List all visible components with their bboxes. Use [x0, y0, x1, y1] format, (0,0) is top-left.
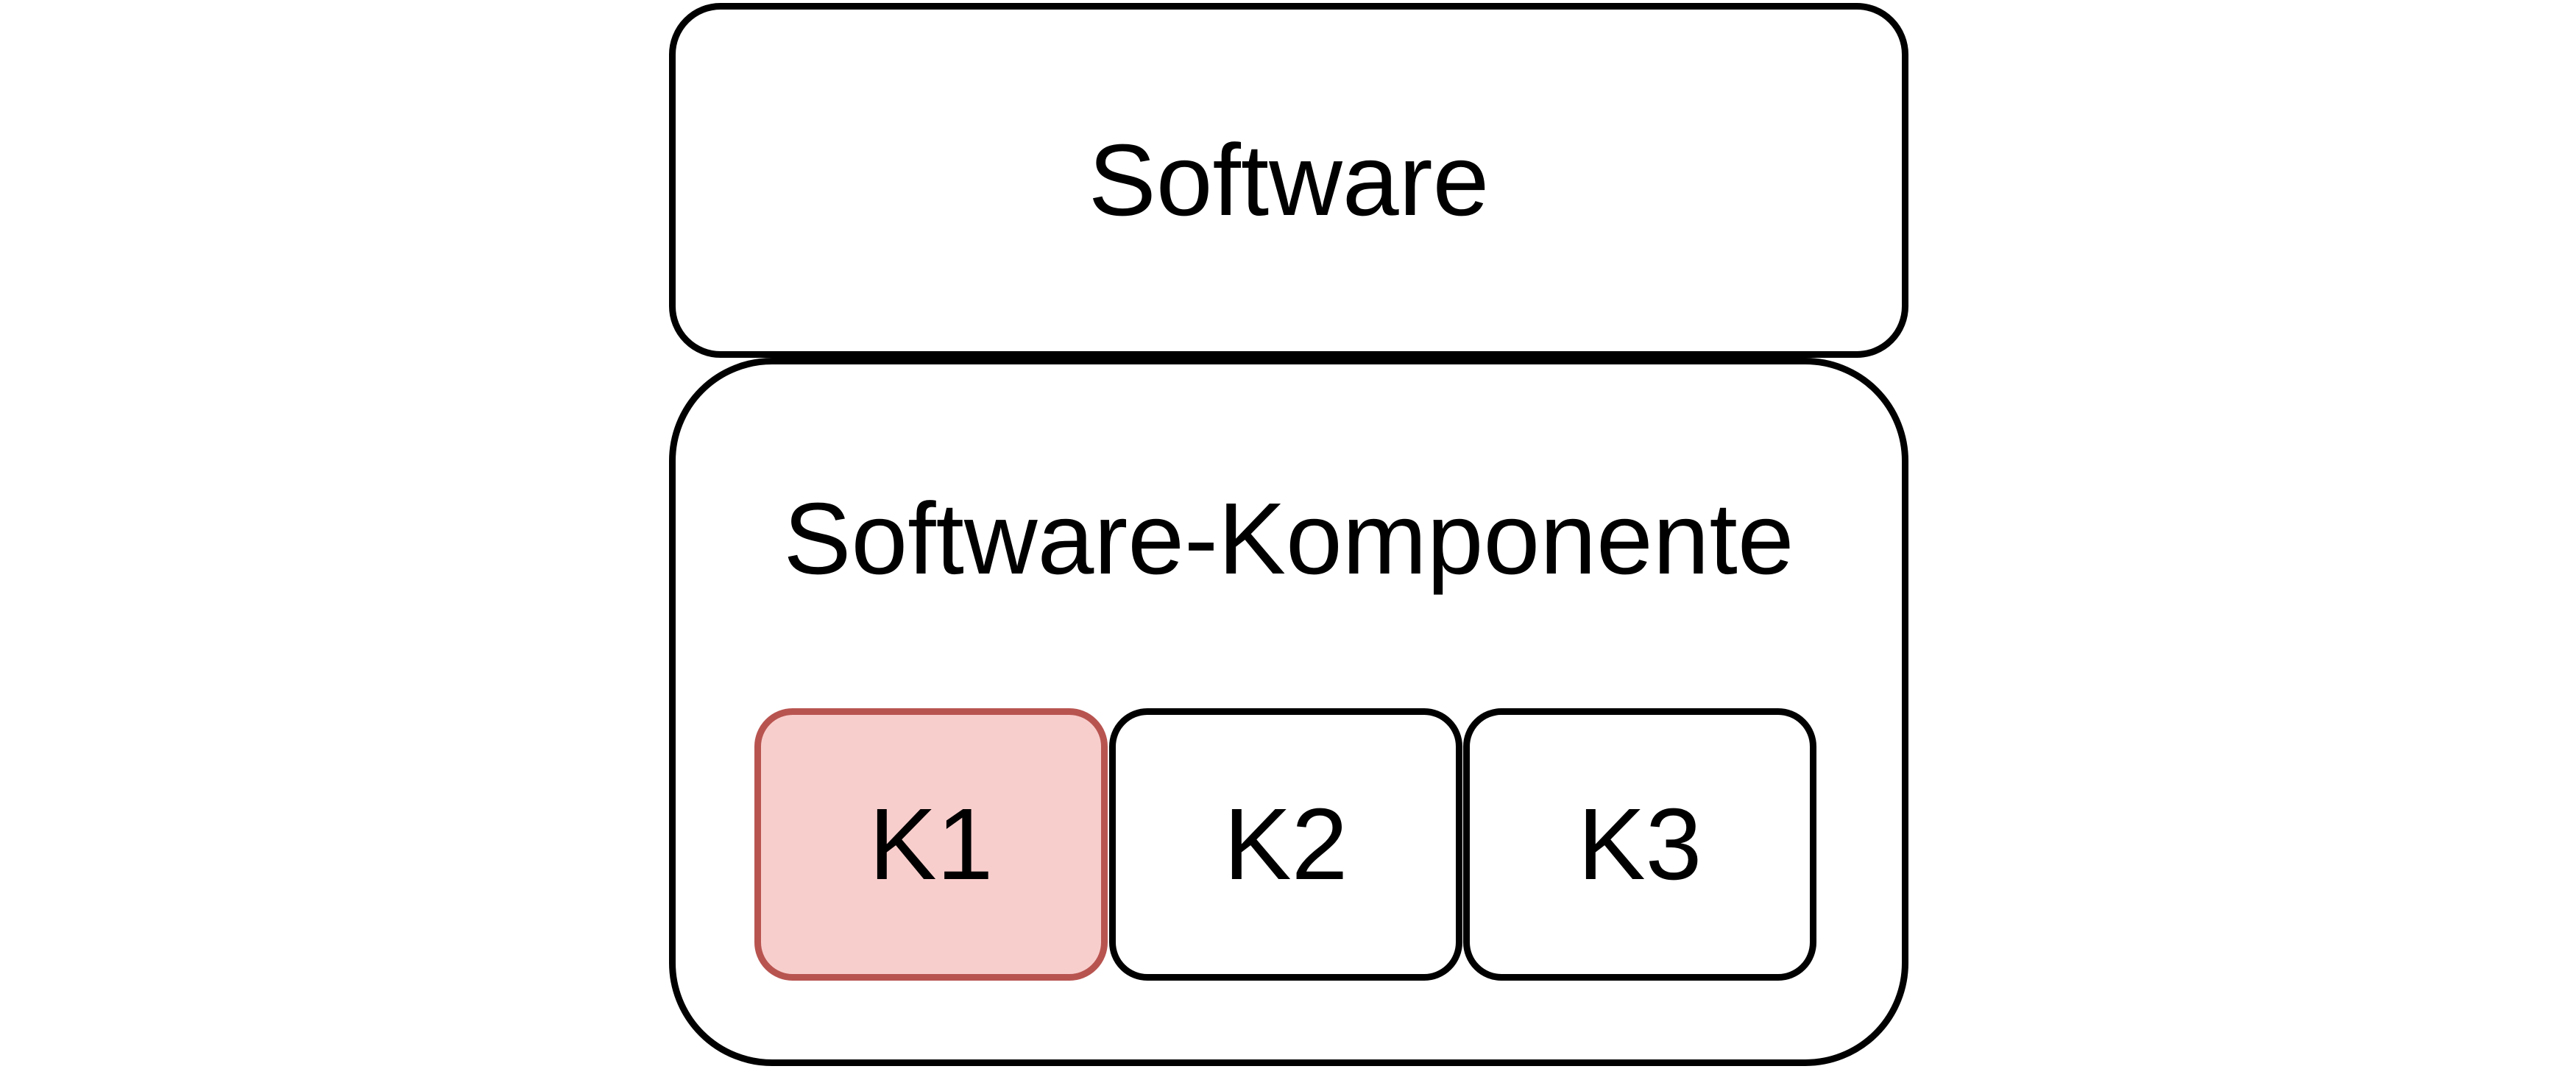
software-component-label: Software-Komponente	[783, 482, 1794, 596]
software-label: Software	[1088, 123, 1490, 237]
software-box[interactable]: Software	[669, 3, 1908, 358]
component-k1-box[interactable]: K1	[754, 708, 1108, 981]
component-k1-label: K1	[868, 787, 994, 901]
component-k2-box[interactable]: K2	[1109, 708, 1462, 981]
component-k3-label: K3	[1577, 787, 1702, 901]
component-k2-label: K2	[1223, 787, 1348, 901]
component-k3-box[interactable]: K3	[1463, 708, 1816, 981]
